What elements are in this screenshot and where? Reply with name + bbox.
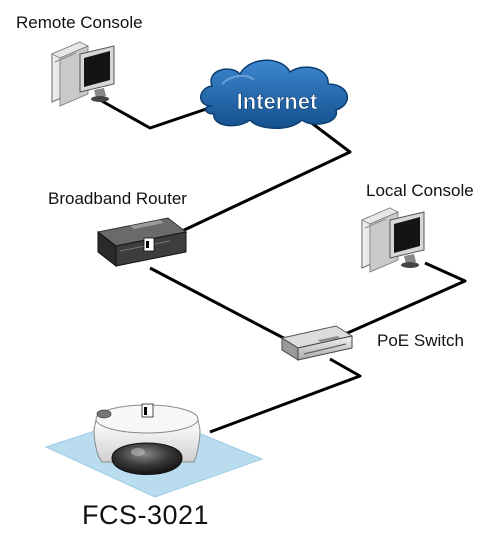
connection-links [99, 98, 467, 434]
link-switch-to-camera [209, 357, 362, 434]
link-internet-to-router [179, 116, 352, 234]
link-remote-to-internet [99, 98, 219, 130]
cloud-icon [200, 59, 348, 129]
network-switch-icon [280, 325, 354, 361]
camera-model-label: FCS-3021 [82, 500, 210, 530]
broadband-router-label: Broadband Router [48, 189, 187, 208]
poe-switch-label: PoE Switch [377, 331, 464, 350]
link-local-to-switch [342, 261, 467, 337]
remote-console-label: Remote Console [16, 13, 143, 32]
dome-camera-icon [93, 403, 201, 475]
link-router-to-switch [149, 266, 296, 346]
router-icon [96, 217, 188, 268]
local-console-label: Local Console [366, 181, 474, 200]
local-console-icon [361, 207, 425, 273]
remote-console-icon [51, 41, 115, 107]
cloud-label: Internet [237, 89, 318, 114]
